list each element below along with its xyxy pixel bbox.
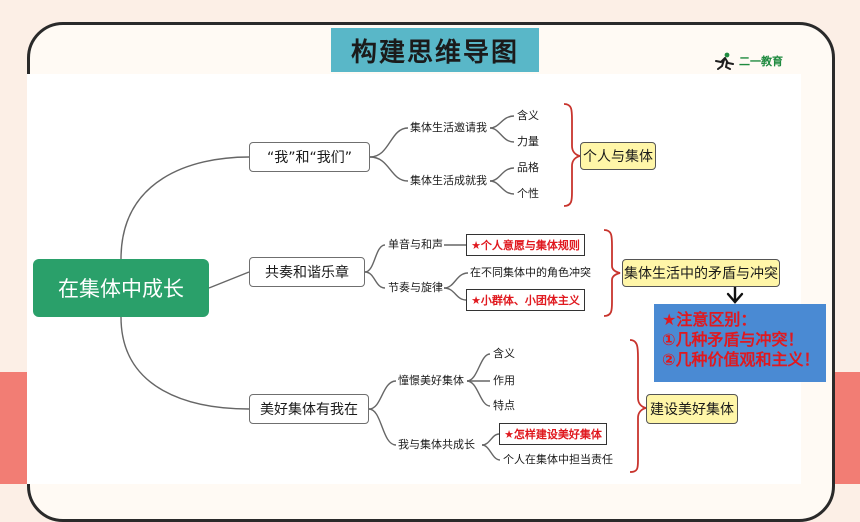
sub-grow-with-collective: 我与集体共成长 [398,438,475,451]
leaf-personality: 个性 [517,187,539,200]
leaf-meaning-2: 含义 [493,347,515,360]
leaf-cliquism: ★小群体、小团体主义 [466,289,585,311]
branch-harmony: 共奏和谐乐章 [249,257,365,287]
brand-logo: 二一教育 [712,52,783,70]
leaf-strength: 力量 [517,135,539,148]
leaf-function: 作用 [493,374,515,387]
leaf-how-to-build: ★怎样建设美好集体 [499,423,607,445]
logo-text: 二一教育 [739,55,783,68]
note-line-3: ②几种价值观和主义！ [662,350,820,369]
slide-title: 构建思维导图 [331,28,539,72]
branch-me-and-us: “我”和“我们” [249,142,370,172]
sub-collective-invites-me: 集体生活邀请我 [410,121,487,134]
attention-note: ★注意区别： ①几种矛盾与冲突！ ②几种价值观和主义！ [654,304,826,382]
sub-longing-for-good-collective: 憧憬美好集体 [398,374,464,387]
leaf-take-responsibility: 个人在集体中担当责任 [503,453,613,466]
leaf-will-vs-rules: ★个人意愿与集体规则 [466,234,585,256]
leaf-character: 品格 [517,161,539,174]
note-line-2: ①几种矛盾与冲突！ [662,330,804,349]
sub-rhythm-and-melody: 节奏与旋律 [388,281,443,294]
summary-conflicts: 集体生活中的矛盾与冲突 [622,259,780,287]
note-line-1: ★注意区别： [662,310,757,329]
branch-good-collective: 美好集体有我在 [249,394,369,424]
mindmap-connectors [120,103,744,473]
summary-build-good-collective: 建设美好集体 [646,394,738,424]
leaf-meaning: 含义 [517,109,539,122]
sub-collective-fulfills-me: 集体生活成就我 [410,174,487,187]
summary-individual-and-collective: 个人与集体 [580,142,656,170]
leaf-role-conflict: 在不同集体中的角色冲突 [470,266,591,279]
leaf-features: 特点 [493,399,515,412]
runner-icon [715,52,734,70]
sub-single-note-and-harmony: 单音与和声 [388,238,443,251]
mindmap-root: 在集体中成长 [33,259,209,317]
